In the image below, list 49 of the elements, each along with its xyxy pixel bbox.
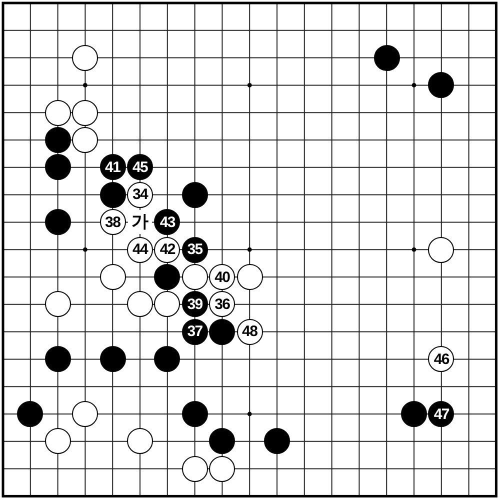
go-stone <box>182 264 208 290</box>
go-stone <box>182 456 208 482</box>
go-stone <box>44 127 71 153</box>
go-stone <box>182 401 208 427</box>
go-stone <box>236 264 263 290</box>
go-stone <box>44 154 71 180</box>
go-stone <box>44 346 71 372</box>
go-stone <box>100 264 126 290</box>
go-stone: 35 <box>182 236 208 263</box>
go-stone: 34 <box>127 182 153 208</box>
go-stone <box>374 44 400 71</box>
go-stone: 40 <box>209 264 236 290</box>
go-stone: 38 <box>100 209 126 236</box>
go-stone <box>100 346 126 372</box>
go-stone <box>127 428 153 454</box>
go-stone <box>209 456 236 482</box>
go-stone <box>44 100 71 126</box>
go-stone: 37 <box>182 318 208 345</box>
point-label: 가 <box>128 210 152 234</box>
go-stone: 45 <box>127 154 153 180</box>
go-stone: 36 <box>209 291 236 318</box>
go-stone <box>44 291 71 318</box>
go-stone: 48 <box>236 318 263 345</box>
go-stone: 42 <box>154 236 180 263</box>
go-stone <box>209 318 236 345</box>
go-stone: 43 <box>154 209 180 236</box>
go-stone: 44 <box>127 236 153 263</box>
go-stone: 47 <box>428 401 454 427</box>
go-stone <box>154 346 180 372</box>
go-stone: 39 <box>182 291 208 318</box>
go-stone: 46 <box>428 346 454 372</box>
go-stone <box>44 209 71 236</box>
go-stone <box>401 401 427 427</box>
go-stone <box>100 182 126 208</box>
go-stone <box>72 44 98 71</box>
go-stone <box>44 428 71 454</box>
go-stone <box>264 428 290 454</box>
go-stone <box>182 182 208 208</box>
go-stone <box>428 72 454 98</box>
go-stone <box>154 264 180 290</box>
go-stone <box>72 127 98 153</box>
go-stone <box>127 291 153 318</box>
go-stone <box>17 401 44 427</box>
go-stone: 41 <box>100 154 126 180</box>
go-stone <box>154 291 180 318</box>
go-stone <box>209 428 236 454</box>
go-stone <box>72 401 98 427</box>
go-stone <box>428 236 454 263</box>
go-stone <box>72 100 98 126</box>
